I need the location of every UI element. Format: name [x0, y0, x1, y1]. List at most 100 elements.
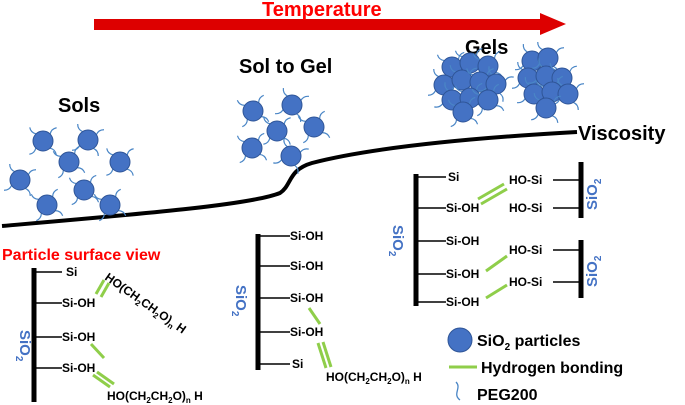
peg-tail: [3, 185, 13, 191]
peg-tail: [296, 113, 302, 123]
peg-tail: [257, 132, 265, 141]
sio2-label: SiO2: [584, 255, 604, 287]
si-oh-group: Si-OH: [62, 330, 95, 344]
peg-tail: [49, 147, 57, 155]
sol-particles: [3, 123, 134, 222]
peg-tail: [242, 119, 248, 128]
sio2-particle: [242, 100, 264, 122]
peg-tail: [95, 129, 105, 135]
peg-tail: [283, 117, 291, 125]
peg-tail: [118, 210, 127, 216]
legend-particles-label: SiO2 particles: [477, 333, 580, 353]
peg-tail: [549, 63, 556, 71]
sio2-particle: [109, 151, 131, 173]
si-oh-group: Si-OH: [290, 325, 323, 339]
peg-tail: [261, 116, 270, 122]
peg-chain: HO(CH2CH2O)n H: [107, 389, 203, 405]
peg-tail: [77, 167, 86, 173]
sio2-particle: [73, 179, 95, 201]
peg-tail: [427, 90, 437, 96]
ho-si-group: HO-Si: [509, 173, 542, 187]
peg-tail: [468, 96, 476, 105]
sio2-particle: [303, 116, 325, 138]
peg-tail: [531, 114, 539, 121]
peg-tail: [239, 155, 247, 164]
si-oh-group: Si-OH: [446, 234, 479, 248]
sio2-particle: [9, 169, 31, 191]
peg-tail: [528, 79, 538, 84]
sio2-particle: [36, 194, 58, 216]
peg-tail: [493, 83, 499, 92]
peg-tail: [74, 145, 80, 154]
peg-chain: HO(CH2CH2O)n H: [101, 270, 189, 338]
peg-tail: [522, 43, 528, 53]
peg-tail: [511, 83, 521, 89]
peg-tail: [294, 164, 299, 174]
legend-hydrogen-label: Hydrogen bonding: [481, 360, 623, 377]
peg-tail: [557, 75, 563, 84]
sol-to-gel-label: Sol to Gel: [239, 56, 332, 78]
temperature-label: Temperature: [262, 0, 382, 21]
peg-tail: [25, 187, 31, 197]
si-oh-group: Si-OH: [290, 259, 323, 273]
ho-si-group: HO-Si: [509, 275, 542, 289]
peg-tail: [300, 95, 310, 101]
peg-tail: [91, 195, 100, 203]
si-oh-group: Si-OH: [62, 361, 95, 375]
temperature-arrow: [94, 13, 566, 35]
peg-tail: [488, 66, 493, 76]
peg-tail: [106, 168, 114, 176]
surface-panel-right: Si Si-OH Si-OH Si-OH Si-OH SiO2 HO-Si HO…: [386, 162, 604, 309]
peg-tail: [55, 210, 64, 216]
sio2-particle: [241, 137, 263, 159]
peg-tail: [258, 94, 264, 103]
peg-tail: [531, 63, 541, 69]
peg-tail: [573, 101, 579, 111]
peg-tail: [457, 51, 465, 60]
peg-tail: [58, 170, 64, 179]
peg-tail: [273, 159, 283, 164]
peg-tail: [524, 76, 530, 86]
peg-tail: [450, 119, 458, 128]
peg-tail: [283, 137, 291, 145]
peg-tail: [477, 108, 483, 117]
peg-tail: [49, 127, 57, 135]
sio2-particle: [77, 129, 99, 151]
peg-tail: [263, 117, 271, 125]
viscosity-curve: [1, 130, 578, 228]
particle-surface-view-label: Particle surface view: [2, 247, 161, 264]
peg-tail: [236, 135, 245, 143]
peg-tail: [126, 168, 134, 176]
peg-tail: [263, 137, 271, 145]
peg-tail: [504, 76, 514, 81]
sio2-label: SiO2: [584, 178, 604, 210]
peg-tail: [496, 105, 505, 111]
legend-peg-label: PEG200: [477, 387, 538, 404]
peg-tail: [303, 135, 309, 144]
sio2-particle: [557, 83, 579, 105]
gels-label: Gels: [465, 37, 508, 59]
peg-tail: [71, 197, 79, 206]
si-oh-group: Si-OH: [290, 291, 323, 305]
surface-panel-middle: Si-OH Si-OH Si-OH Si-OH Si SiO2 HO(CH2CH…: [229, 229, 422, 386]
si-oh-group: Si-OH: [446, 267, 479, 281]
viscosity-label: Viscosity: [578, 123, 666, 145]
sio2-label: SiO2: [386, 225, 406, 257]
ho-si-group: HO-Si: [509, 201, 542, 215]
ho-si-group: HO-Si: [509, 243, 542, 257]
sio2-particle: [477, 89, 499, 111]
peg-tail: [115, 188, 121, 197]
peg-chain: HO(CH2CH2O)n H: [326, 370, 422, 386]
peg-tail: [436, 54, 445, 62]
sio2-particle: [99, 194, 121, 216]
sio2-label: SiO2: [13, 330, 33, 362]
peg-tail: [537, 41, 543, 51]
peg-tail: [449, 65, 456, 73]
peg-tail: [454, 50, 463, 58]
sio2-particle: [266, 120, 288, 142]
sio2-particle: [280, 145, 302, 167]
peg-tail: [27, 169, 37, 175]
sio2-particle: [452, 101, 474, 123]
peg-tail: [514, 65, 524, 71]
peg-tail: [93, 147, 99, 157]
